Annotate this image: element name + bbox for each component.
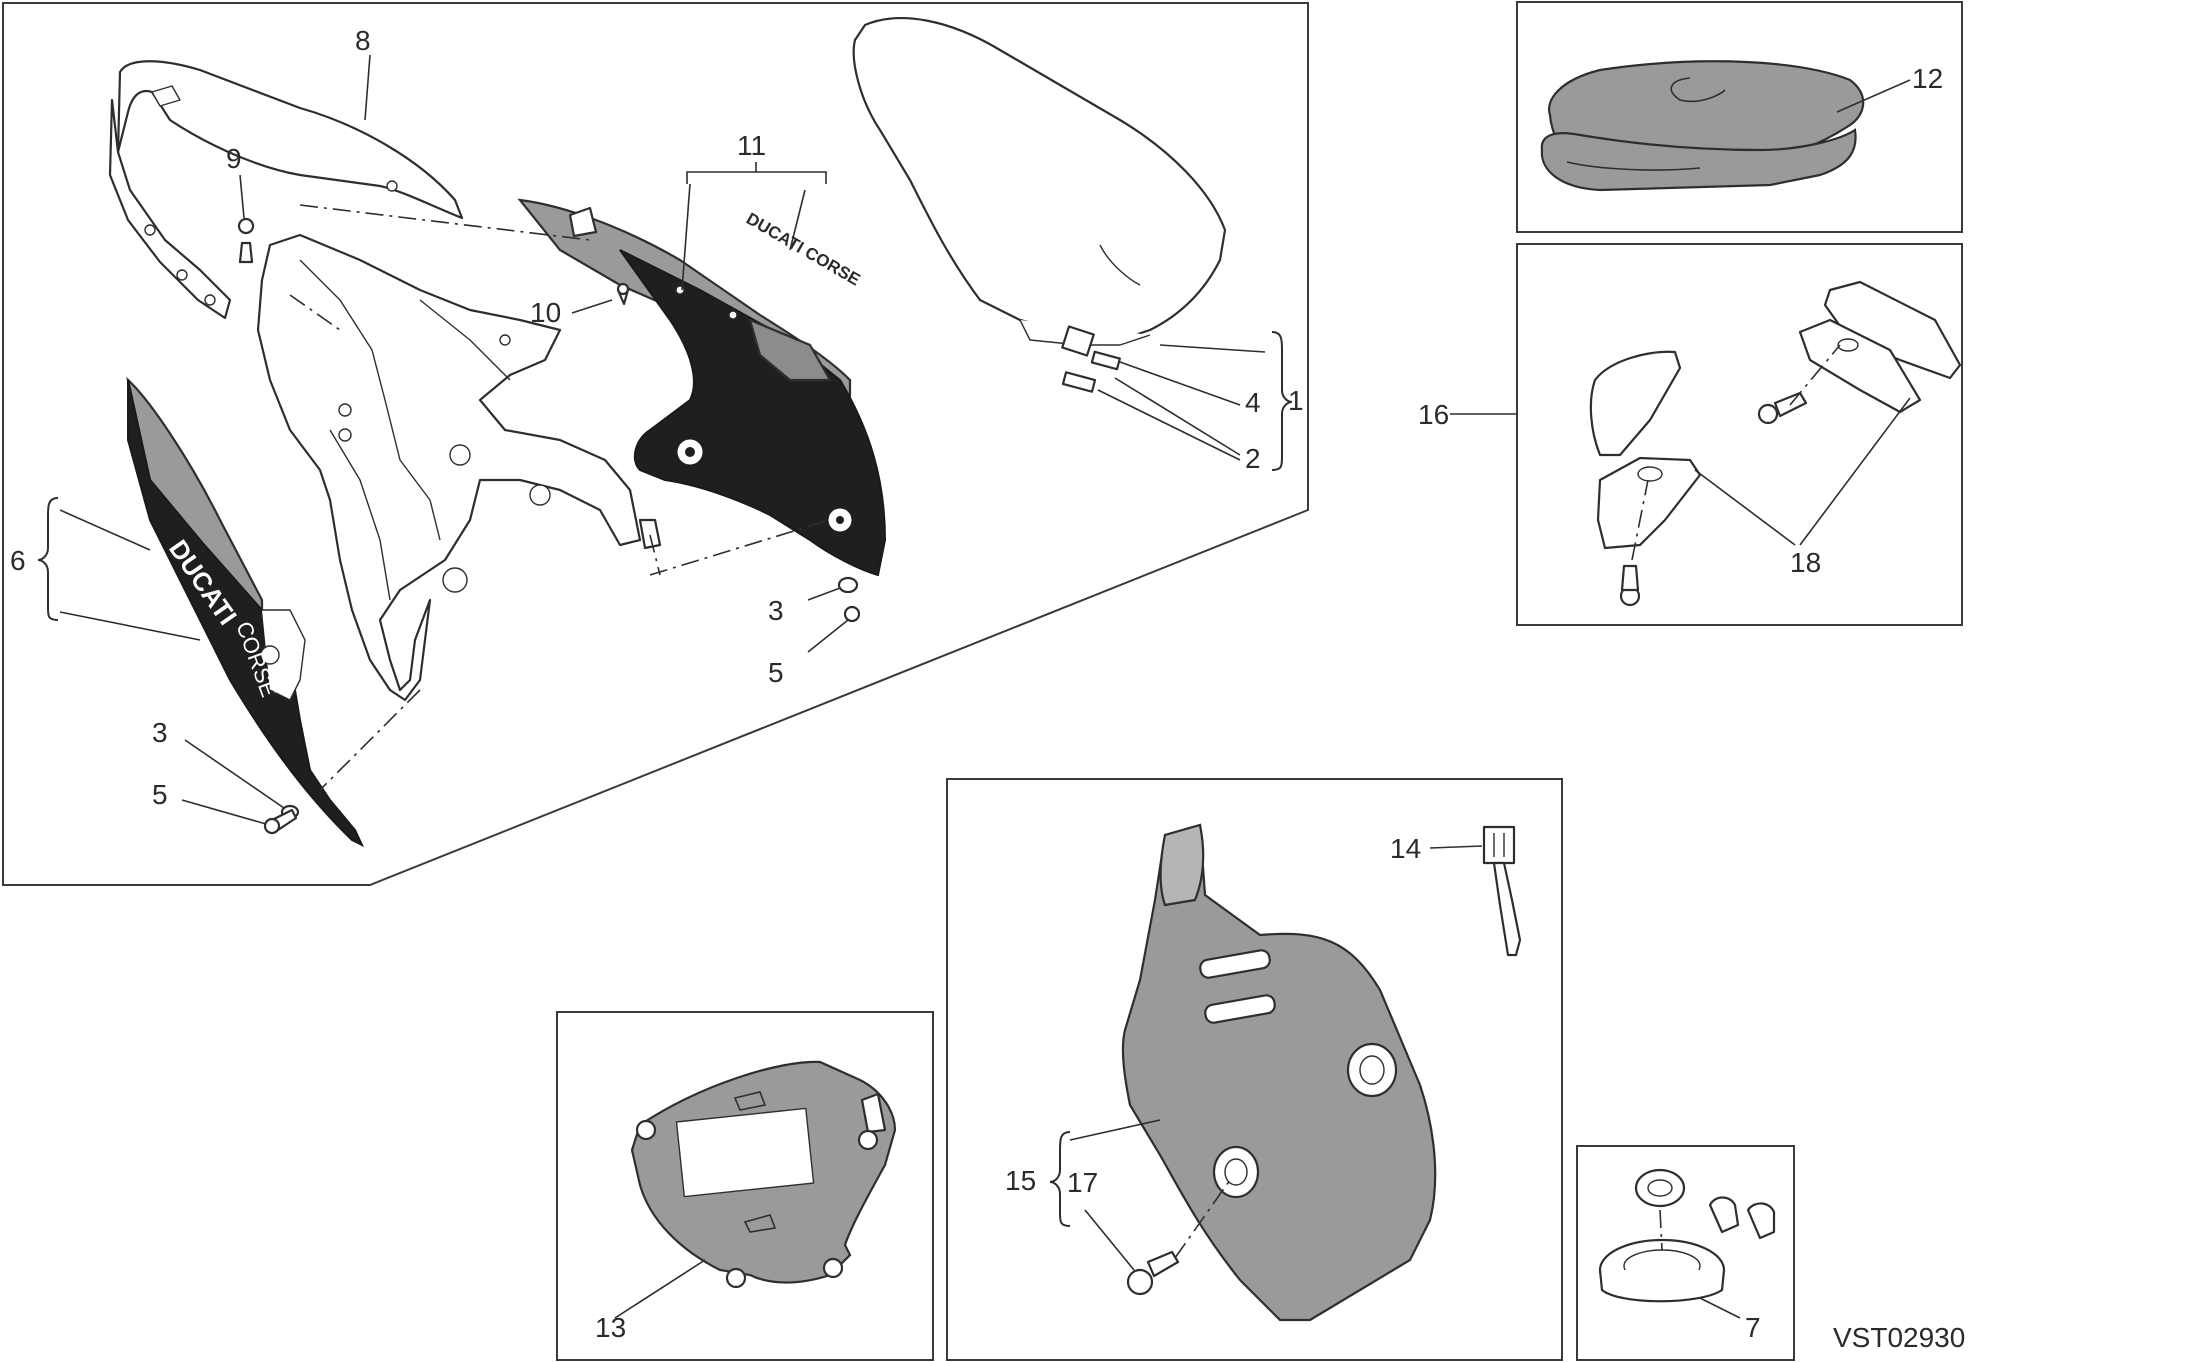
leader-9 <box>239 174 245 219</box>
callout-5-left: 5 <box>152 779 168 810</box>
callout-5-right: 5 <box>768 657 784 688</box>
mirror-cap-screw-lower <box>1619 564 1641 607</box>
right-side-panel <box>517 198 887 577</box>
under-tray <box>1121 823 1437 1322</box>
seat <box>852 17 1227 393</box>
leader-3-right <box>807 587 841 601</box>
leader-2b <box>1097 389 1241 461</box>
screw-5-left <box>263 808 298 835</box>
brace-6 <box>37 497 59 621</box>
connector-14 <box>1482 825 1522 957</box>
leader-14 <box>1429 845 1483 849</box>
clutch-cover <box>630 1060 897 1289</box>
leader-11b <box>789 189 806 251</box>
callout-2: 2 <box>1245 443 1261 474</box>
decal-sticker: DUCATI CORSE <box>743 209 863 290</box>
leader-10 <box>571 299 613 314</box>
fastener-10 <box>616 282 630 306</box>
callout-14: 14 <box>1390 833 1421 864</box>
screw-5-right <box>843 605 861 623</box>
callout-3-left: 3 <box>152 717 168 748</box>
assembly-line-1 <box>299 204 591 241</box>
leader-8 <box>364 54 371 121</box>
callout-1: 1 <box>1288 385 1304 416</box>
callout-12: 12 <box>1912 63 1943 94</box>
leader-7 <box>1699 1297 1741 1319</box>
mirror-cap-upper <box>1798 280 1962 414</box>
leader-2a <box>1114 377 1241 456</box>
callout-17: 17 <box>1067 1167 1098 1198</box>
callout-10: 10 <box>530 297 561 328</box>
callout-7: 7 <box>1745 1312 1761 1343</box>
fastener-9 <box>237 217 255 264</box>
leader-6a <box>59 509 151 551</box>
tail-cover-upper <box>108 60 464 320</box>
under-tray-frame <box>946 778 1563 1361</box>
leader-6b <box>59 611 201 641</box>
callout-4: 4 <box>1245 387 1261 418</box>
fuel-cap-frame <box>1576 1145 1795 1361</box>
tail-subframe <box>256 233 662 702</box>
seat-cover <box>1540 60 1865 192</box>
seat-cover-frame <box>1516 1 1963 233</box>
callout-15: 15 <box>1005 1165 1036 1196</box>
callout-18: 18 <box>1790 547 1821 578</box>
mirror-caps-frame <box>1516 243 1963 626</box>
leader-18b <box>1799 397 1911 546</box>
callout-8: 8 <box>355 25 371 56</box>
callout-9: 9 <box>226 143 242 174</box>
leader-12 <box>1836 79 1911 113</box>
brace-1 <box>1271 331 1293 471</box>
callout-6: 6 <box>10 545 26 576</box>
leader-5-left <box>181 799 267 825</box>
callout-3-right: 3 <box>768 595 784 626</box>
leader-11a <box>681 183 691 291</box>
leader-3-left <box>184 739 285 809</box>
leader-18a <box>1694 469 1796 546</box>
mirror-cap-screw-upper <box>1757 391 1808 425</box>
fuel-cap <box>1598 1168 1776 1303</box>
screw-17 <box>1126 1250 1180 1296</box>
leader-4 <box>1119 361 1241 406</box>
main-assembly-frame <box>2 2 1309 886</box>
assembly-line-3 <box>649 519 831 576</box>
leader-17 <box>1084 1209 1135 1271</box>
assembly-line-4 <box>319 689 421 791</box>
assembly-line-7 <box>1659 1209 1663 1251</box>
callout-16: 16 <box>1418 399 1449 430</box>
callout-11: 11 <box>737 130 766 161</box>
leader-13 <box>614 1259 706 1319</box>
leader-11-bracket <box>686 162 827 184</box>
callout-13: 13 <box>595 1312 626 1343</box>
brace-15 <box>1049 1131 1071 1227</box>
assembly-line-16a <box>1789 344 1841 406</box>
diagram-code: VST02930 <box>1833 1322 1965 1353</box>
assembly-line-17 <box>1174 1179 1231 1259</box>
clutch-cover-frame <box>556 1011 934 1361</box>
assembly-line-5 <box>649 534 661 576</box>
leader-1-seat <box>1159 344 1266 353</box>
washer-3-right <box>837 576 859 594</box>
leader-5-right <box>807 619 849 653</box>
assembly-line-16b <box>1631 479 1649 561</box>
mirror-cap-lower <box>1589 350 1702 550</box>
assembly-line-2 <box>289 294 341 331</box>
leader-15 <box>1069 1119 1161 1141</box>
